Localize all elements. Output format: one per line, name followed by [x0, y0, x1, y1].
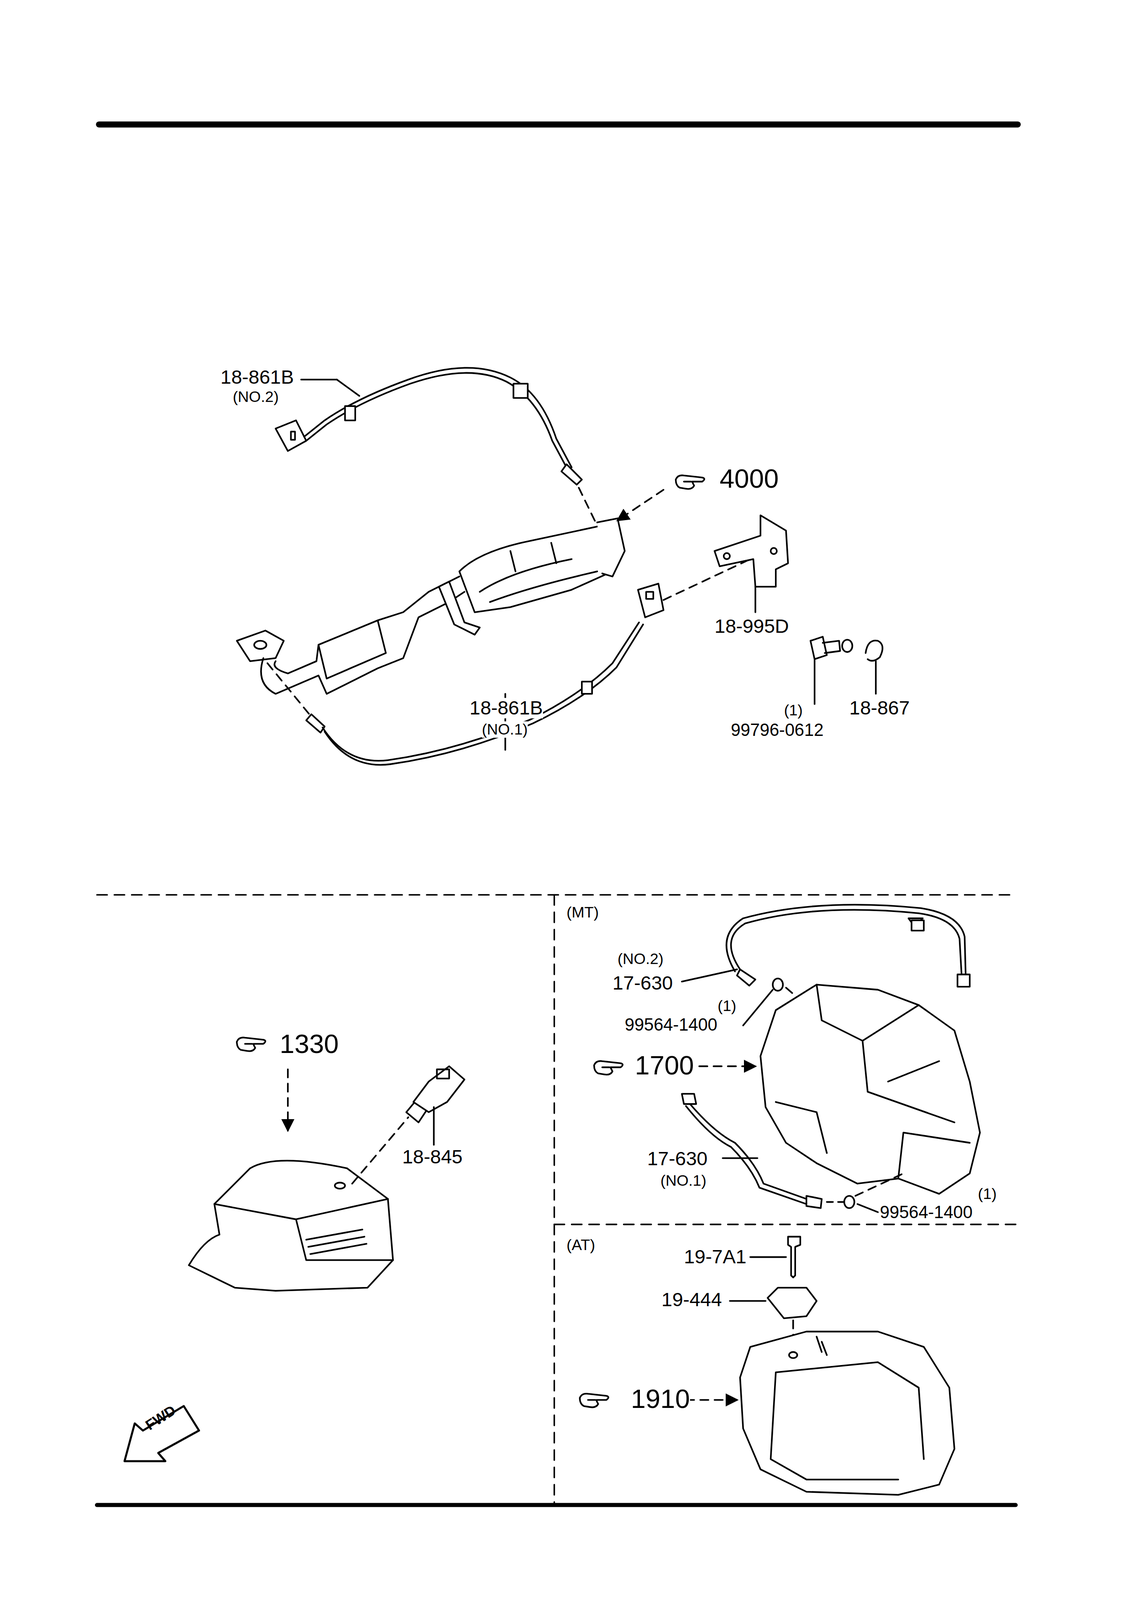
reference-number: 1910 [630, 1386, 690, 1414]
reference-number: 1330 [279, 1031, 339, 1059]
variant-label: (MT) [566, 904, 599, 921]
part-number: 18-861B [469, 698, 544, 719]
part-number: 18-867 [849, 698, 910, 719]
part-number: 99564-1400 [879, 1204, 973, 1223]
part-note: (NO.1) [481, 721, 529, 738]
variant-label: (AT) [566, 1237, 596, 1254]
quantity-note: (1) [784, 702, 803, 719]
part-number: 99796-0612 [730, 721, 824, 740]
quantity-note: (1) [978, 1186, 997, 1203]
part-number: 18-845 [402, 1147, 463, 1168]
part-number: 17-630 [647, 1149, 708, 1170]
part-number: 18-995D [714, 616, 790, 638]
part-number: 17-630 [612, 973, 673, 995]
quantity-note: (1) [717, 998, 737, 1015]
reference-number: 1700 [634, 1052, 694, 1081]
reference-number: 4000 [719, 465, 779, 494]
part-number: 99564-1400 [624, 1016, 718, 1036]
part-number: 18-861B [220, 367, 294, 388]
part-number: 19-444 [661, 1290, 722, 1311]
part-note: (NO.2) [232, 388, 279, 405]
part-number: 19-7A1 [683, 1247, 747, 1268]
part-note: (NO.1) [660, 1172, 707, 1189]
part-note: (NO.2) [617, 951, 664, 968]
